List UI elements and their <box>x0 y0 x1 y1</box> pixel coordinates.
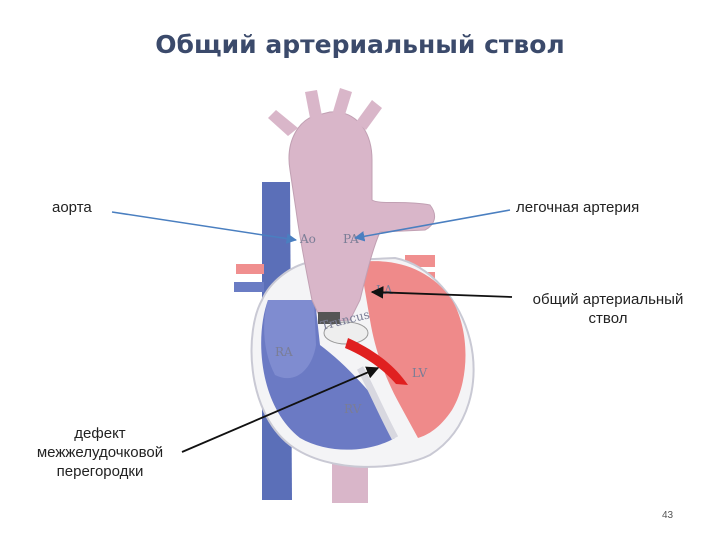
aortic-branch-1 <box>268 110 298 136</box>
page-number: 43 <box>662 510 673 521</box>
label-vsd-line3: перегородки <box>10 462 190 481</box>
label-la: LA <box>376 283 393 297</box>
label-vsd-line2: межжелудочковой <box>10 443 190 462</box>
aortic-branch-3 <box>332 88 352 118</box>
label-common-trunk-line1: общий артериальный <box>508 290 708 309</box>
label-ra: RA <box>275 345 293 359</box>
left-branch-blue <box>234 282 264 292</box>
label-pulmonary-artery: легочная артерия <box>516 198 639 217</box>
aortic-branch-2 <box>305 90 322 118</box>
label-pa: PA <box>343 232 359 246</box>
label-lv: LV <box>412 366 428 380</box>
left-branch-red <box>236 264 264 274</box>
label-aorta: аорта <box>52 198 92 217</box>
label-common-trunk-line2: ствол <box>508 309 708 328</box>
label-vsd: дефект межжелудочковой перегородки <box>10 424 190 481</box>
label-vsd-line1: дефект <box>10 424 190 443</box>
label-rv: RV <box>344 402 362 416</box>
label-ao: Ao <box>299 232 316 246</box>
label-common-trunk: общий артериальный ствол <box>508 290 708 328</box>
